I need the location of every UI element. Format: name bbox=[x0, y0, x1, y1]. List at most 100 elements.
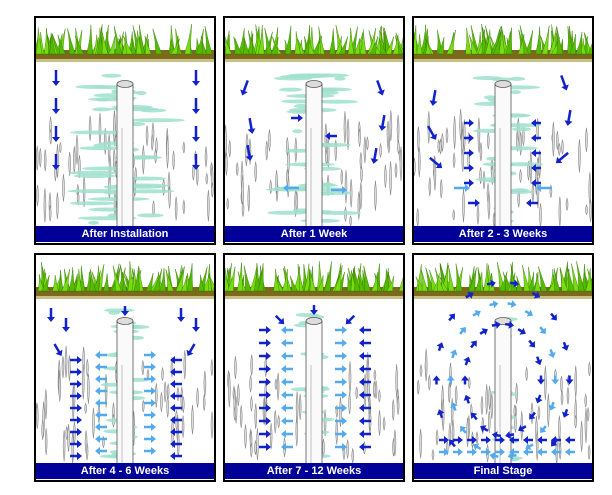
grass-blade bbox=[385, 36, 394, 55]
grass-blade bbox=[434, 267, 444, 292]
root bbox=[241, 200, 245, 217]
root bbox=[416, 208, 419, 227]
root bbox=[525, 366, 528, 381]
arrow-icon bbox=[335, 378, 347, 386]
grass-blade bbox=[197, 274, 205, 292]
arrow-icon bbox=[281, 391, 293, 399]
arrow-icon bbox=[491, 320, 501, 329]
root bbox=[433, 156, 437, 191]
grass-blade bbox=[41, 274, 50, 292]
root bbox=[399, 146, 403, 182]
arrow-icon bbox=[472, 443, 482, 451]
root bbox=[86, 359, 89, 377]
arrow-icon bbox=[325, 132, 337, 140]
root bbox=[49, 128, 53, 145]
root bbox=[536, 176, 540, 209]
arrow-icon bbox=[453, 436, 463, 444]
grass-blade bbox=[446, 29, 456, 55]
root bbox=[431, 448, 435, 461]
grass-blade bbox=[257, 263, 264, 292]
panel-after-2-3-weeks: After 2 - 3 Weeks bbox=[412, 16, 594, 245]
arrow-icon bbox=[259, 352, 271, 360]
root bbox=[44, 389, 48, 420]
root bbox=[141, 399, 145, 413]
root bbox=[479, 142, 483, 162]
grass-blade bbox=[264, 27, 273, 55]
arrow-icon bbox=[259, 404, 271, 412]
grass-blade bbox=[492, 30, 502, 55]
arrow-icon bbox=[495, 436, 505, 444]
arrow-icon bbox=[52, 98, 60, 114]
arrow-icon bbox=[453, 448, 463, 456]
root bbox=[254, 403, 258, 429]
root bbox=[75, 134, 79, 165]
root bbox=[168, 185, 171, 209]
root bbox=[479, 167, 482, 185]
water-plume bbox=[139, 108, 167, 113]
root bbox=[476, 204, 480, 225]
grass-blade bbox=[243, 265, 252, 292]
root bbox=[397, 139, 400, 155]
arrow-icon bbox=[170, 380, 182, 388]
root bbox=[556, 131, 559, 150]
root bbox=[166, 382, 170, 399]
arrow-icon bbox=[95, 375, 107, 383]
arrow-icon bbox=[144, 351, 156, 359]
arrow-icon bbox=[144, 435, 156, 443]
root bbox=[166, 135, 169, 169]
arrow-icon bbox=[564, 109, 573, 126]
root bbox=[441, 133, 444, 152]
root bbox=[463, 119, 466, 152]
grass-blade bbox=[353, 38, 360, 55]
root bbox=[225, 151, 228, 176]
installation-illustration bbox=[36, 261, 214, 467]
grass-blade bbox=[498, 25, 506, 55]
root bbox=[298, 393, 302, 421]
root bbox=[439, 179, 443, 199]
grass-blade bbox=[273, 268, 280, 292]
root bbox=[142, 145, 145, 175]
arrow-icon bbox=[561, 341, 570, 351]
grass-blade bbox=[37, 274, 45, 292]
root bbox=[428, 177, 432, 197]
arrow-icon bbox=[95, 387, 107, 395]
root bbox=[358, 128, 361, 147]
root bbox=[36, 403, 39, 429]
root bbox=[249, 375, 252, 393]
soil-band bbox=[414, 287, 592, 297]
root bbox=[98, 112, 102, 145]
root bbox=[537, 405, 541, 420]
arrow-icon bbox=[95, 447, 107, 455]
arrow-icon bbox=[144, 399, 156, 407]
root bbox=[146, 368, 150, 380]
root bbox=[580, 420, 583, 452]
root bbox=[360, 166, 363, 183]
grass-blade bbox=[369, 36, 379, 55]
arrow-icon bbox=[310, 305, 318, 315]
root bbox=[324, 123, 328, 155]
root bbox=[152, 200, 155, 217]
root bbox=[459, 108, 462, 140]
grass-blade bbox=[243, 36, 250, 55]
root bbox=[182, 396, 185, 413]
root bbox=[202, 394, 206, 411]
panel-after-installation: After Installation bbox=[34, 16, 216, 245]
soil-band bbox=[225, 287, 403, 297]
arrow-icon bbox=[170, 428, 182, 436]
arrow-icon bbox=[170, 368, 182, 376]
arrow-icon bbox=[359, 443, 371, 451]
root bbox=[519, 131, 522, 156]
root bbox=[544, 365, 547, 401]
root bbox=[56, 192, 59, 219]
grass-blade bbox=[36, 27, 43, 55]
root bbox=[92, 407, 95, 439]
root bbox=[346, 439, 349, 459]
grass-blade bbox=[92, 270, 101, 292]
grass-blade bbox=[307, 39, 316, 55]
root bbox=[437, 138, 441, 153]
arrow-icon bbox=[281, 365, 293, 373]
arrow-icon bbox=[95, 351, 107, 359]
root bbox=[62, 430, 66, 462]
arrow-icon bbox=[259, 430, 271, 438]
panel-caption: After Installation bbox=[36, 226, 214, 242]
